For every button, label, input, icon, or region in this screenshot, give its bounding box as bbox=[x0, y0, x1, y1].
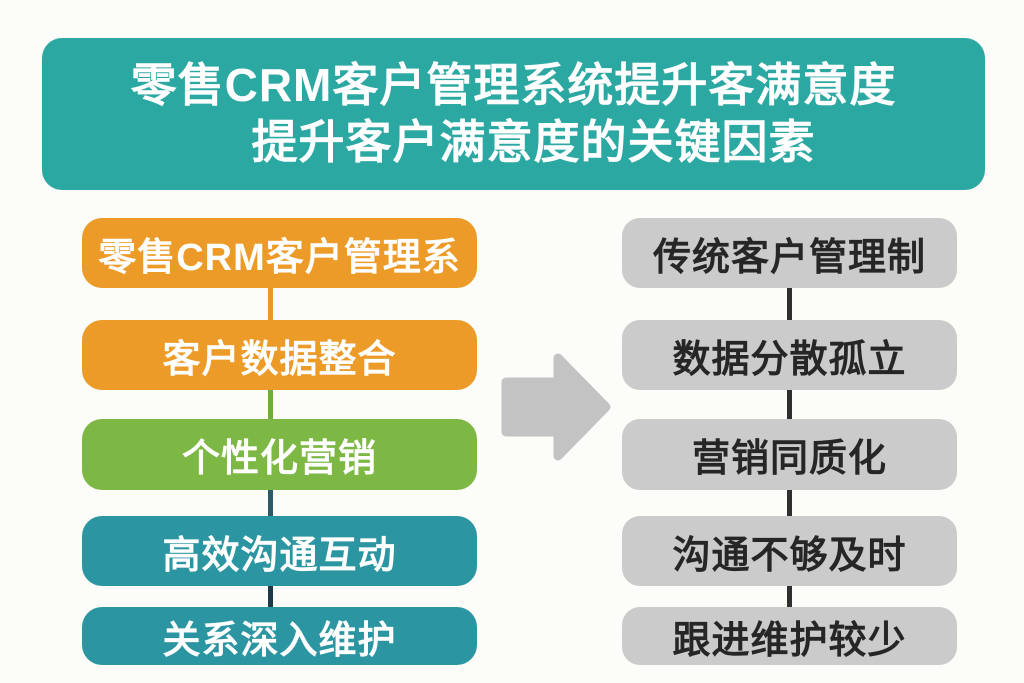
crm-node-data-integration: 客户数据整合 bbox=[82, 320, 477, 390]
crm-node-retail-crm: 零售CRM客户管理系 bbox=[82, 218, 477, 288]
title-banner: 零售CRM客户管理系统提升客满意度 提升客户满意度的关键因素 bbox=[42, 38, 985, 190]
left-connector-4 bbox=[268, 586, 273, 608]
right-connector-3 bbox=[787, 490, 792, 517]
title-line-2: 提升客户满意度的关键因素 bbox=[251, 116, 816, 168]
left-connector-1 bbox=[268, 288, 273, 321]
issue-node-untimely-communication: 沟通不够及时 bbox=[622, 516, 957, 586]
right-connector-4 bbox=[787, 586, 792, 608]
crm-node-relationship-maintenance: 关系深入维护 bbox=[82, 607, 477, 665]
left-connector-2 bbox=[268, 390, 273, 420]
right-connector-2 bbox=[787, 390, 792, 420]
issue-node-less-followup: 跟进维护较少 bbox=[622, 607, 957, 665]
issue-node-homogeneous-marketing: 营销同质化 bbox=[622, 419, 957, 490]
right-arrow-icon bbox=[500, 351, 612, 463]
left-connector-3 bbox=[268, 490, 273, 517]
right-connector-1 bbox=[787, 288, 792, 321]
title-line-1: 零售CRM客户管理系统提升客满意度 bbox=[130, 59, 897, 111]
crm-node-efficient-communication: 高效沟通互动 bbox=[82, 516, 477, 586]
issue-node-traditional-management: 传统客户管理制 bbox=[622, 218, 957, 288]
issue-node-scattered-data: 数据分散孤立 bbox=[622, 320, 957, 390]
crm-node-personalized-marketing: 个性化营销 bbox=[82, 419, 477, 490]
